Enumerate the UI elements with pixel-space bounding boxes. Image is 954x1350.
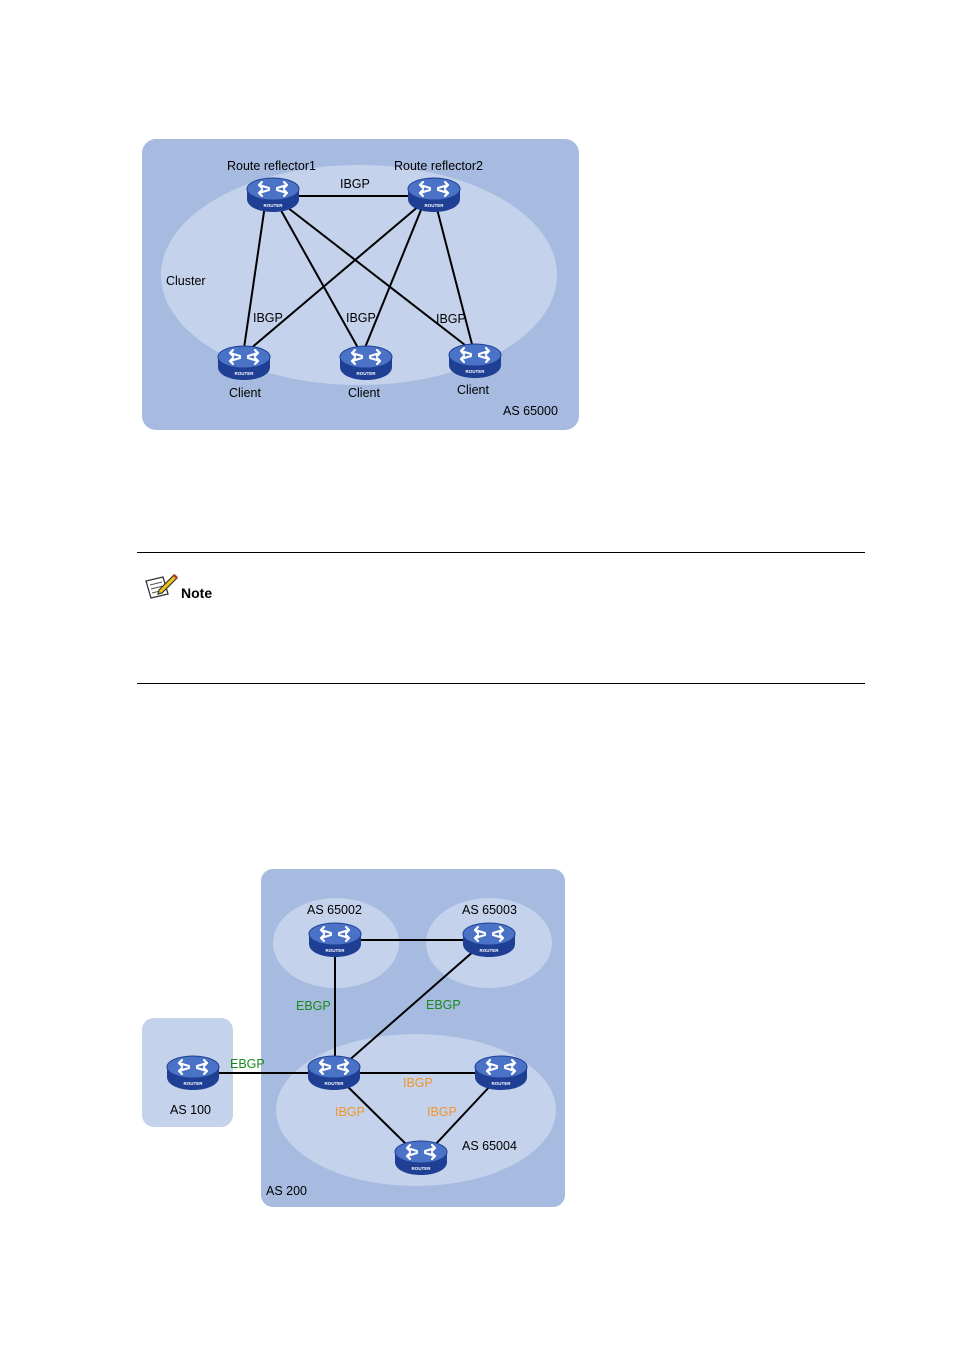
- ebgp-label-2: EBGP: [426, 998, 461, 1012]
- ibgp-label-2: IBGP: [335, 1105, 365, 1119]
- as-65004-right-router-icon: [473, 1054, 529, 1092]
- client1-label: Client: [229, 386, 261, 400]
- as-65003-region: [426, 898, 552, 988]
- as-65003-label: AS 65003: [462, 903, 517, 917]
- ibgp-links: [242, 195, 475, 356]
- as-65002-region: [273, 898, 399, 988]
- route-reflector-diagram: ROUTER Route reflector1 Route reflector2…: [142, 139, 579, 430]
- as-65004-region: [276, 1034, 556, 1186]
- client3-router-icon: [447, 342, 503, 380]
- as-65003-router-icon: [461, 921, 517, 959]
- cluster-label: Cluster: [166, 274, 206, 288]
- route-reflector1-router-icon: [245, 176, 301, 214]
- ibgp-label-1: IBGP: [403, 1076, 433, 1090]
- ibgp-label-3: IBGP: [427, 1105, 457, 1119]
- as-100-label: AS 100: [170, 1103, 211, 1117]
- ebgp-label-3: EBGP: [230, 1057, 265, 1071]
- client3-label: Client: [457, 383, 489, 397]
- bgp-links: [215, 939, 493, 1147]
- as-65000-label: AS 65000: [503, 404, 558, 418]
- as-200-region: [261, 869, 565, 1207]
- as-100-router-icon: [165, 1054, 221, 1092]
- note-title: Note: [181, 585, 213, 601]
- as-65002-router-icon: [307, 921, 363, 959]
- note-pencil-icon: [145, 574, 178, 599]
- ibgp-label-top: IBGP: [340, 177, 370, 191]
- route-reflector2-router-icon: [406, 176, 462, 214]
- rr1-label: Route reflector1: [227, 159, 316, 173]
- note-bottom-rule: [137, 683, 865, 684]
- client1-router-icon: [216, 344, 272, 382]
- ebgp-label-1: EBGP: [296, 999, 331, 1013]
- ibgp-label-right: IBGP: [436, 312, 466, 326]
- as-65004-label: AS 65004: [462, 1139, 517, 1153]
- ibgp-label-mid: IBGP: [346, 311, 376, 325]
- client2-label: Client: [348, 386, 380, 400]
- cluster-region: [161, 165, 557, 385]
- as-65002-label: AS 65002: [307, 903, 362, 917]
- as-100-region: [142, 1018, 233, 1127]
- note-top-rule: [137, 552, 865, 553]
- ibgp-label-left: IBGP: [253, 311, 283, 325]
- as-200-label: AS 200: [266, 1184, 307, 1198]
- client2-router-icon: [338, 344, 394, 382]
- as-65004-border-router-icon: [306, 1054, 362, 1092]
- rr2-label: Route reflector2: [394, 159, 483, 173]
- as-65004-bottom-router-icon: [393, 1139, 449, 1177]
